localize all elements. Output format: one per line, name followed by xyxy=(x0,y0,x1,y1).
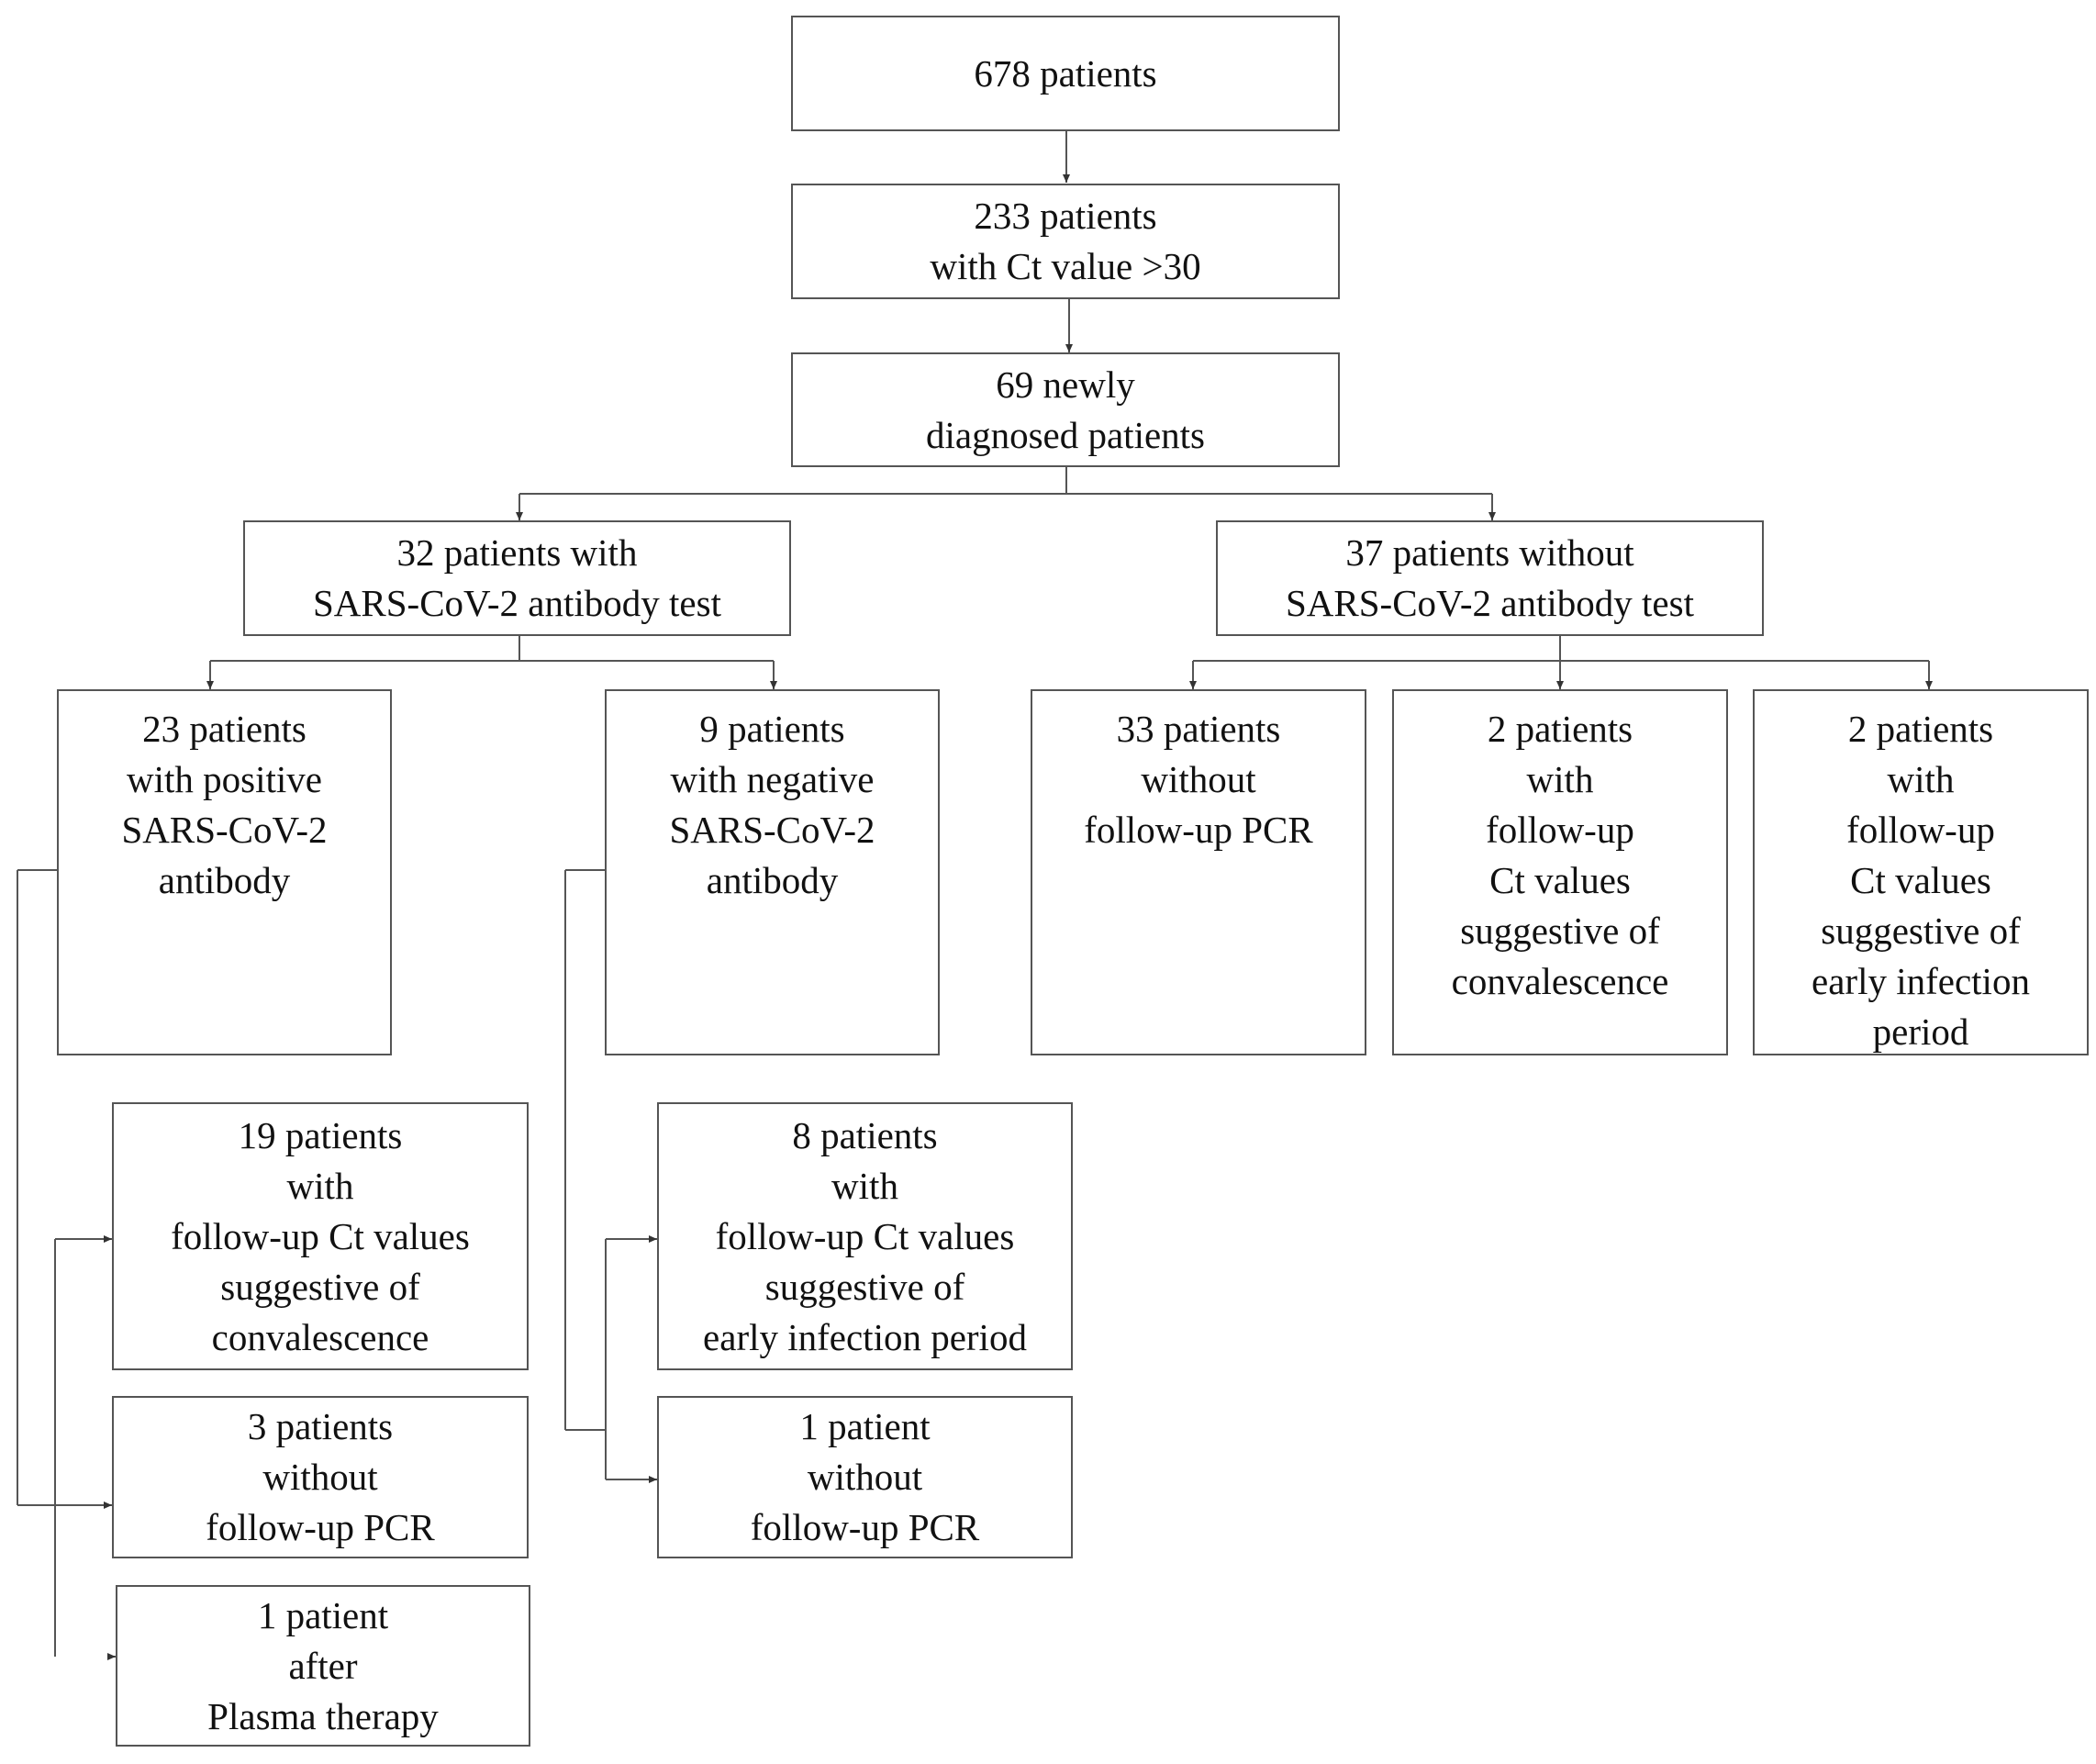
node-pos-plasma-therapy: 1 patient after Plasma therapy xyxy=(116,1585,530,1747)
node-pos-no-followup: 3 patients without follow-up PCR xyxy=(112,1396,529,1558)
node-positive-antibody: 23 patients with positive SARS-CoV-2 ant… xyxy=(57,689,392,1055)
branch-positive-antibody xyxy=(17,869,116,1660)
split-newly-diagnosed xyxy=(516,467,1496,520)
split-no-antibody-test xyxy=(1189,636,1933,689)
node-newly-diagnosed: 69 newly diagnosed patients xyxy=(791,352,1340,467)
node-total-patients: 678 patients xyxy=(791,16,1340,131)
node-ct-over-30: 233 patients with Ct value >30 xyxy=(791,184,1340,299)
node-neg-early-infection: 8 patients with follow-up Ct values sugg… xyxy=(657,1102,1073,1370)
node-without-antibody-test: 37 patients without SARS-CoV-2 antibody … xyxy=(1216,520,1764,636)
node-no-test-early-infection: 2 patients with follow-up Ct values sugg… xyxy=(1753,689,2089,1055)
node-no-test-no-followup: 33 patients without follow-up PCR xyxy=(1031,689,1366,1055)
branch-negative-antibody xyxy=(564,869,657,1483)
node-negative-antibody: 9 patients with negative SARS-CoV-2 anti… xyxy=(605,689,940,1055)
node-no-test-convalescence: 2 patients with follow-up Ct values sugg… xyxy=(1392,689,1728,1055)
node-neg-no-followup: 1 patient without follow-up PCR xyxy=(657,1396,1073,1558)
node-with-antibody-test: 32 patients with SARS-CoV-2 antibody tes… xyxy=(243,520,791,636)
split-antibody-test xyxy=(206,636,777,689)
node-pos-convalescence: 19 patients with follow-up Ct values sug… xyxy=(112,1102,529,1370)
